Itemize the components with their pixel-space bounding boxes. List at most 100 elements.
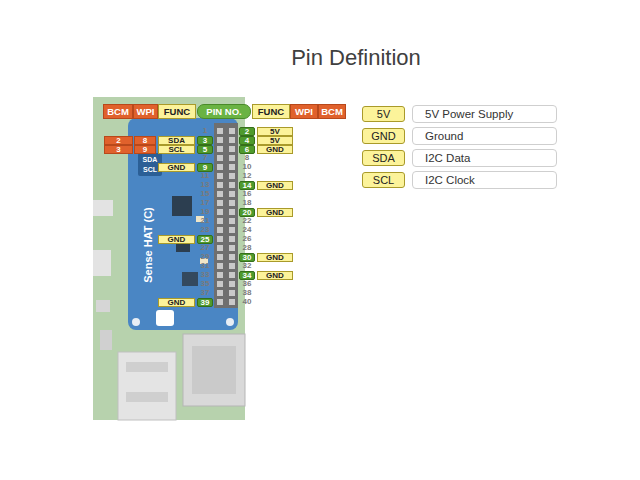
mount-hole — [226, 318, 234, 326]
bcm-cell: 2 — [104, 136, 133, 145]
pin-number: 30 — [239, 253, 255, 262]
header-pin — [229, 209, 235, 215]
header-pin — [229, 245, 235, 251]
hat-board — [128, 118, 238, 330]
header-pin — [217, 209, 223, 215]
pin-number: 39 — [197, 298, 213, 307]
header-pin — [217, 281, 223, 287]
pin-number: 1 — [197, 127, 213, 136]
header-pin — [217, 128, 223, 134]
header-pin — [229, 128, 235, 134]
header-pin — [217, 173, 223, 179]
func-cell: GND — [158, 235, 195, 244]
func-cell: GND — [257, 145, 293, 154]
pin-number: 2 — [239, 127, 255, 136]
header-pin — [217, 290, 223, 296]
pin-number: 24 — [239, 226, 255, 235]
pin-number: 4 — [239, 136, 255, 145]
pin-number: 12 — [239, 172, 255, 181]
legend-text: I2C Data — [412, 149, 557, 167]
pin-number: 19 — [197, 208, 213, 217]
header-pin — [217, 227, 223, 233]
side-component — [96, 300, 110, 312]
header-pin — [229, 236, 235, 242]
legend-key-label: GND — [362, 128, 405, 144]
header-pin — [217, 137, 223, 143]
func-cell: GND — [257, 208, 293, 217]
header-pin — [229, 227, 235, 233]
header-pin — [217, 245, 223, 251]
header-pin — [217, 182, 223, 188]
pin-number: 28 — [239, 244, 255, 253]
header-cell: WPI — [133, 104, 158, 119]
side-connector — [93, 200, 113, 216]
header-cell: FUNC — [252, 104, 290, 119]
header-pin — [217, 200, 223, 206]
header-pin — [229, 137, 235, 143]
usb-port — [118, 352, 176, 420]
func-cell: SDA — [158, 136, 195, 145]
func-cell: SCL — [158, 145, 195, 154]
header-pin — [217, 254, 223, 260]
pin-number: 21 — [197, 217, 213, 226]
header-pin — [229, 182, 235, 188]
pin-number: 11 — [197, 172, 213, 181]
legend-text: I2C Clock — [412, 171, 557, 189]
pin-number: 38 — [239, 289, 255, 298]
header-pin — [229, 155, 235, 161]
header-pin — [217, 299, 223, 305]
header-pin — [217, 272, 223, 278]
header-pin — [229, 146, 235, 152]
pin-number: 23 — [197, 226, 213, 235]
func-cell: GND — [257, 271, 293, 280]
pin-number: 25 — [197, 235, 213, 244]
pin-number: 13 — [197, 181, 213, 190]
pin-number: 7 — [197, 154, 213, 163]
header-pin — [229, 272, 235, 278]
header-pin — [229, 218, 235, 224]
pin-number: 16 — [239, 190, 255, 199]
header-pin — [217, 164, 223, 170]
header-pin — [217, 218, 223, 224]
pi-board — [93, 97, 245, 420]
silkscreen-label: SDA — [138, 155, 162, 164]
side-connector — [93, 250, 111, 276]
header-pin — [217, 191, 223, 197]
pin-number: 5 — [197, 145, 213, 154]
wpi-cell: 9 — [134, 145, 156, 154]
header-pin — [229, 281, 235, 287]
pin-number: 33 — [197, 271, 213, 280]
header-cell: BCM — [103, 104, 133, 119]
logo-mark — [156, 310, 174, 326]
func-cell: 5V — [257, 136, 293, 145]
header-cell: PIN NO. — [197, 104, 251, 119]
title: Pin Definition — [206, 45, 506, 71]
pin-number: 22 — [239, 217, 255, 226]
func-cell: GND — [158, 163, 195, 172]
header-pin — [229, 299, 235, 305]
pin-number: 15 — [197, 190, 213, 199]
ethernet-port — [183, 334, 245, 406]
header-pin — [217, 236, 223, 242]
board-name: Sense HAT (C) — [141, 200, 155, 290]
header-pin — [229, 200, 235, 206]
sensor-chip — [182, 272, 198, 286]
pin-number: 18 — [239, 199, 255, 208]
header-pin — [229, 164, 235, 170]
header-pin — [217, 155, 223, 161]
header-pin — [217, 263, 223, 269]
pin-number: 8 — [239, 154, 255, 163]
pin-number: 37 — [197, 289, 213, 298]
pin-number: 36 — [239, 280, 255, 289]
pin-number: 35 — [197, 280, 213, 289]
func-cell: GND — [257, 253, 293, 262]
header-pin — [229, 191, 235, 197]
pin-header — [214, 123, 238, 308]
pin-number: 26 — [239, 235, 255, 244]
header-cell: BCM — [318, 104, 346, 119]
func-cell: GND — [257, 181, 293, 190]
side-component — [100, 330, 112, 350]
pin-number: 10 — [239, 163, 255, 172]
